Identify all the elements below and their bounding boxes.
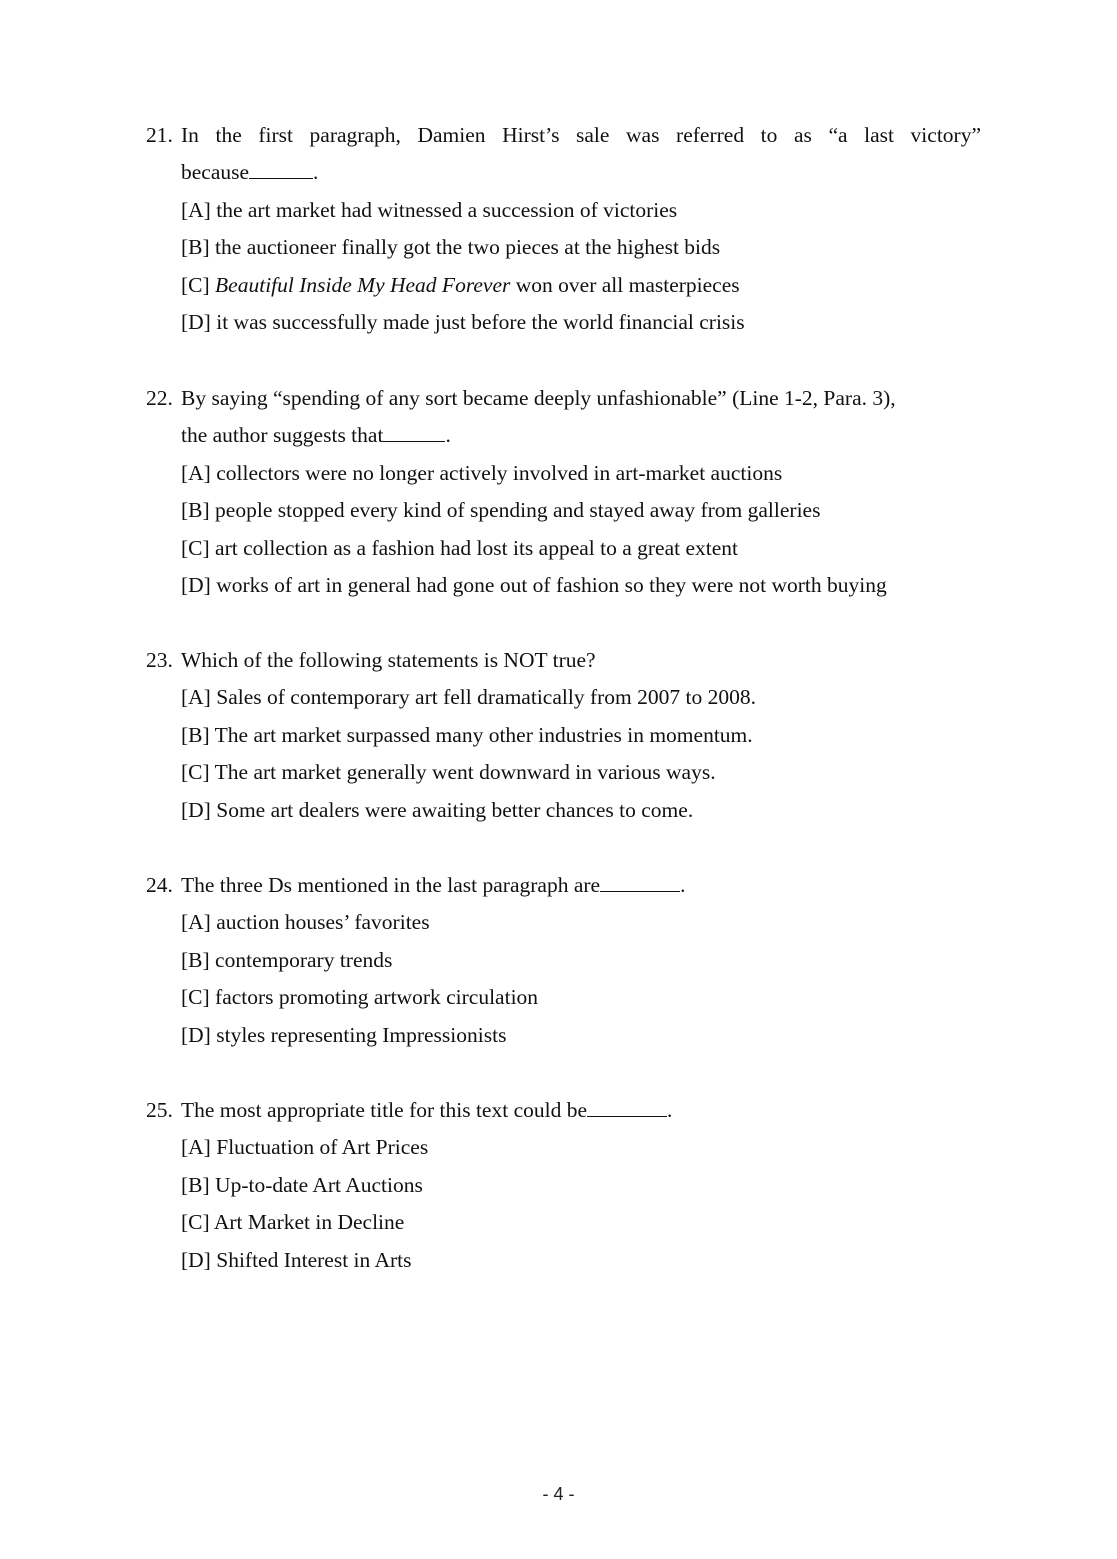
option-d: [D] styles representing Impressionists: [181, 1023, 507, 1047]
option-b: [B] contemporary trends: [181, 948, 393, 972]
question-stem: In the first paragraph, Damien Hirst’s s…: [181, 123, 981, 147]
question-number: 22.: [146, 386, 173, 410]
question-number: 23.: [146, 648, 173, 672]
artwork-title: Beautiful Inside My Head Forever: [215, 273, 511, 297]
question-number: 24.: [146, 873, 173, 897]
question-number: 21.: [146, 123, 173, 147]
option-b: [B] the auctioneer finally got the two p…: [181, 235, 721, 259]
option-c: [C] art collection as a fashion had lost…: [181, 536, 739, 560]
question-stem: By saying “spending of any sort became d…: [181, 386, 896, 410]
option-d: [D] works of art in general had gone out…: [181, 573, 887, 597]
answer-blank: [600, 873, 681, 892]
option-c: [C] factors promoting artwork circulatio…: [181, 985, 539, 1009]
question-stem-continued: the author suggests that: [181, 423, 384, 447]
page-number: - 4 -: [542, 1484, 575, 1504]
option-b: [B] people stopped every kind of spendin…: [181, 498, 821, 522]
option-c: [C] The art market generally went downwa…: [181, 760, 716, 784]
answer-blank: [383, 423, 446, 442]
question-stem-continued: because: [181, 160, 250, 184]
option-b: [B] The art market surpassed many other …: [181, 723, 753, 747]
answer-blank: [249, 160, 314, 179]
option-c: [C] Art Market in Decline: [181, 1210, 405, 1234]
option-d: [D] it was successfully made just before…: [181, 310, 745, 334]
option-d: [D] Shifted Interest in Arts: [181, 1248, 412, 1272]
question-number: 25.: [146, 1098, 173, 1122]
question-stem: Which of the following statements is NOT…: [181, 648, 596, 672]
question-stem: The most appropriate title for this text…: [181, 1098, 588, 1122]
option-a: [A] Sales of contemporary art fell drama…: [181, 685, 756, 709]
option-c: [C] Beautiful Inside My Head Forever won…: [181, 273, 740, 297]
option-d: [D] Some art dealers were awaiting bette…: [181, 798, 694, 822]
option-b: [B] Up-to-date Art Auctions: [181, 1173, 423, 1197]
option-a: [A] collectors were no longer actively i…: [181, 461, 783, 485]
option-a: [A] the art market had witnessed a succe…: [181, 198, 678, 222]
answer-blank: [587, 1098, 668, 1117]
question-stem: The three Ds mentioned in the last parag…: [181, 873, 601, 897]
option-a: [A] Fluctuation of Art Prices: [181, 1135, 429, 1159]
option-a: [A] auction houses’ favorites: [181, 910, 430, 934]
